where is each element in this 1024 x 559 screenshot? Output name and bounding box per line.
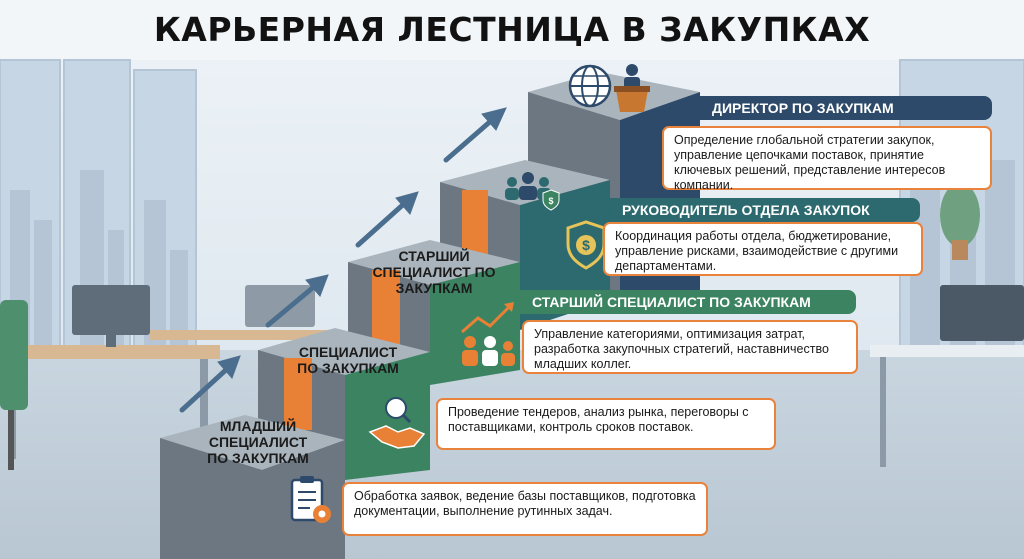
description-junior: Обработка заявок, ведение базы поставщик… [342,482,708,536]
role-header-senior: СТАРШИЙ СПЕЦИАЛИСТ ПО ЗАКУПКАМ [520,290,856,314]
arrow-3 [355,191,419,248]
step-label-senior: СТАРШИЙ СПЕЦИАЛИСТ ПО ЗАКУПКАМ [364,248,504,296]
handshake-icon [368,397,426,449]
team-shield-icon: $ [505,172,560,211]
description-director: Определение глобальной стратегии закупок… [662,126,992,192]
svg-text:$: $ [548,196,553,206]
step-label-junior: МЛАДШИЙ СПЕЦИАЛИСТ ПО ЗАКУПКАМ [188,418,328,466]
role-header-director: ДИРЕКТОР ПО ЗАКУПКАМ [700,96,992,120]
step-label-line: ПО ЗАКУПКАМ [207,450,309,466]
description-head: Координация работы отдела, бюджетировани… [603,222,923,276]
step-label-line: СТАРШИЙ [398,248,470,264]
step-label-line: СПЕЦИАЛИСТ [208,434,308,450]
arrow-4 [443,107,507,163]
svg-text:$: $ [582,237,590,253]
description-specialist: Проведение тендеров, анализ рынка, перег… [436,398,776,450]
team-growth-icon [461,302,515,366]
step-label-line: СПЕЦИАЛИСТ ПО [372,264,496,280]
step-label-line: ПО ЗАКУПКАМ [297,360,399,376]
dollar-shield-icon: $ [566,220,606,270]
step-label-line: СПЕЦИАЛИСТ [298,344,398,360]
page-title: КАРЬЕРНАЯ ЛЕСТНИЦА В ЗАКУПКАХ [153,10,871,49]
globe-podium-icon [568,64,650,112]
step-junior [160,415,345,559]
role-header-head: РУКОВОДИТЕЛЬ ОТДЕЛА ЗАКУПОК [610,198,920,222]
step-label-line: ЗАКУПКАМ [395,280,473,296]
step-label-line: МЛАДШИЙ [219,418,297,434]
step-label-specialist: СПЕЦИАЛИСТ ПО ЗАКУПКАМ [278,344,418,376]
clipboard-gear-icon [290,476,331,523]
arrow-2 [265,274,329,328]
arrow-1 [179,355,241,413]
description-senior: Управление категориями, оптимизация затр… [522,320,858,374]
